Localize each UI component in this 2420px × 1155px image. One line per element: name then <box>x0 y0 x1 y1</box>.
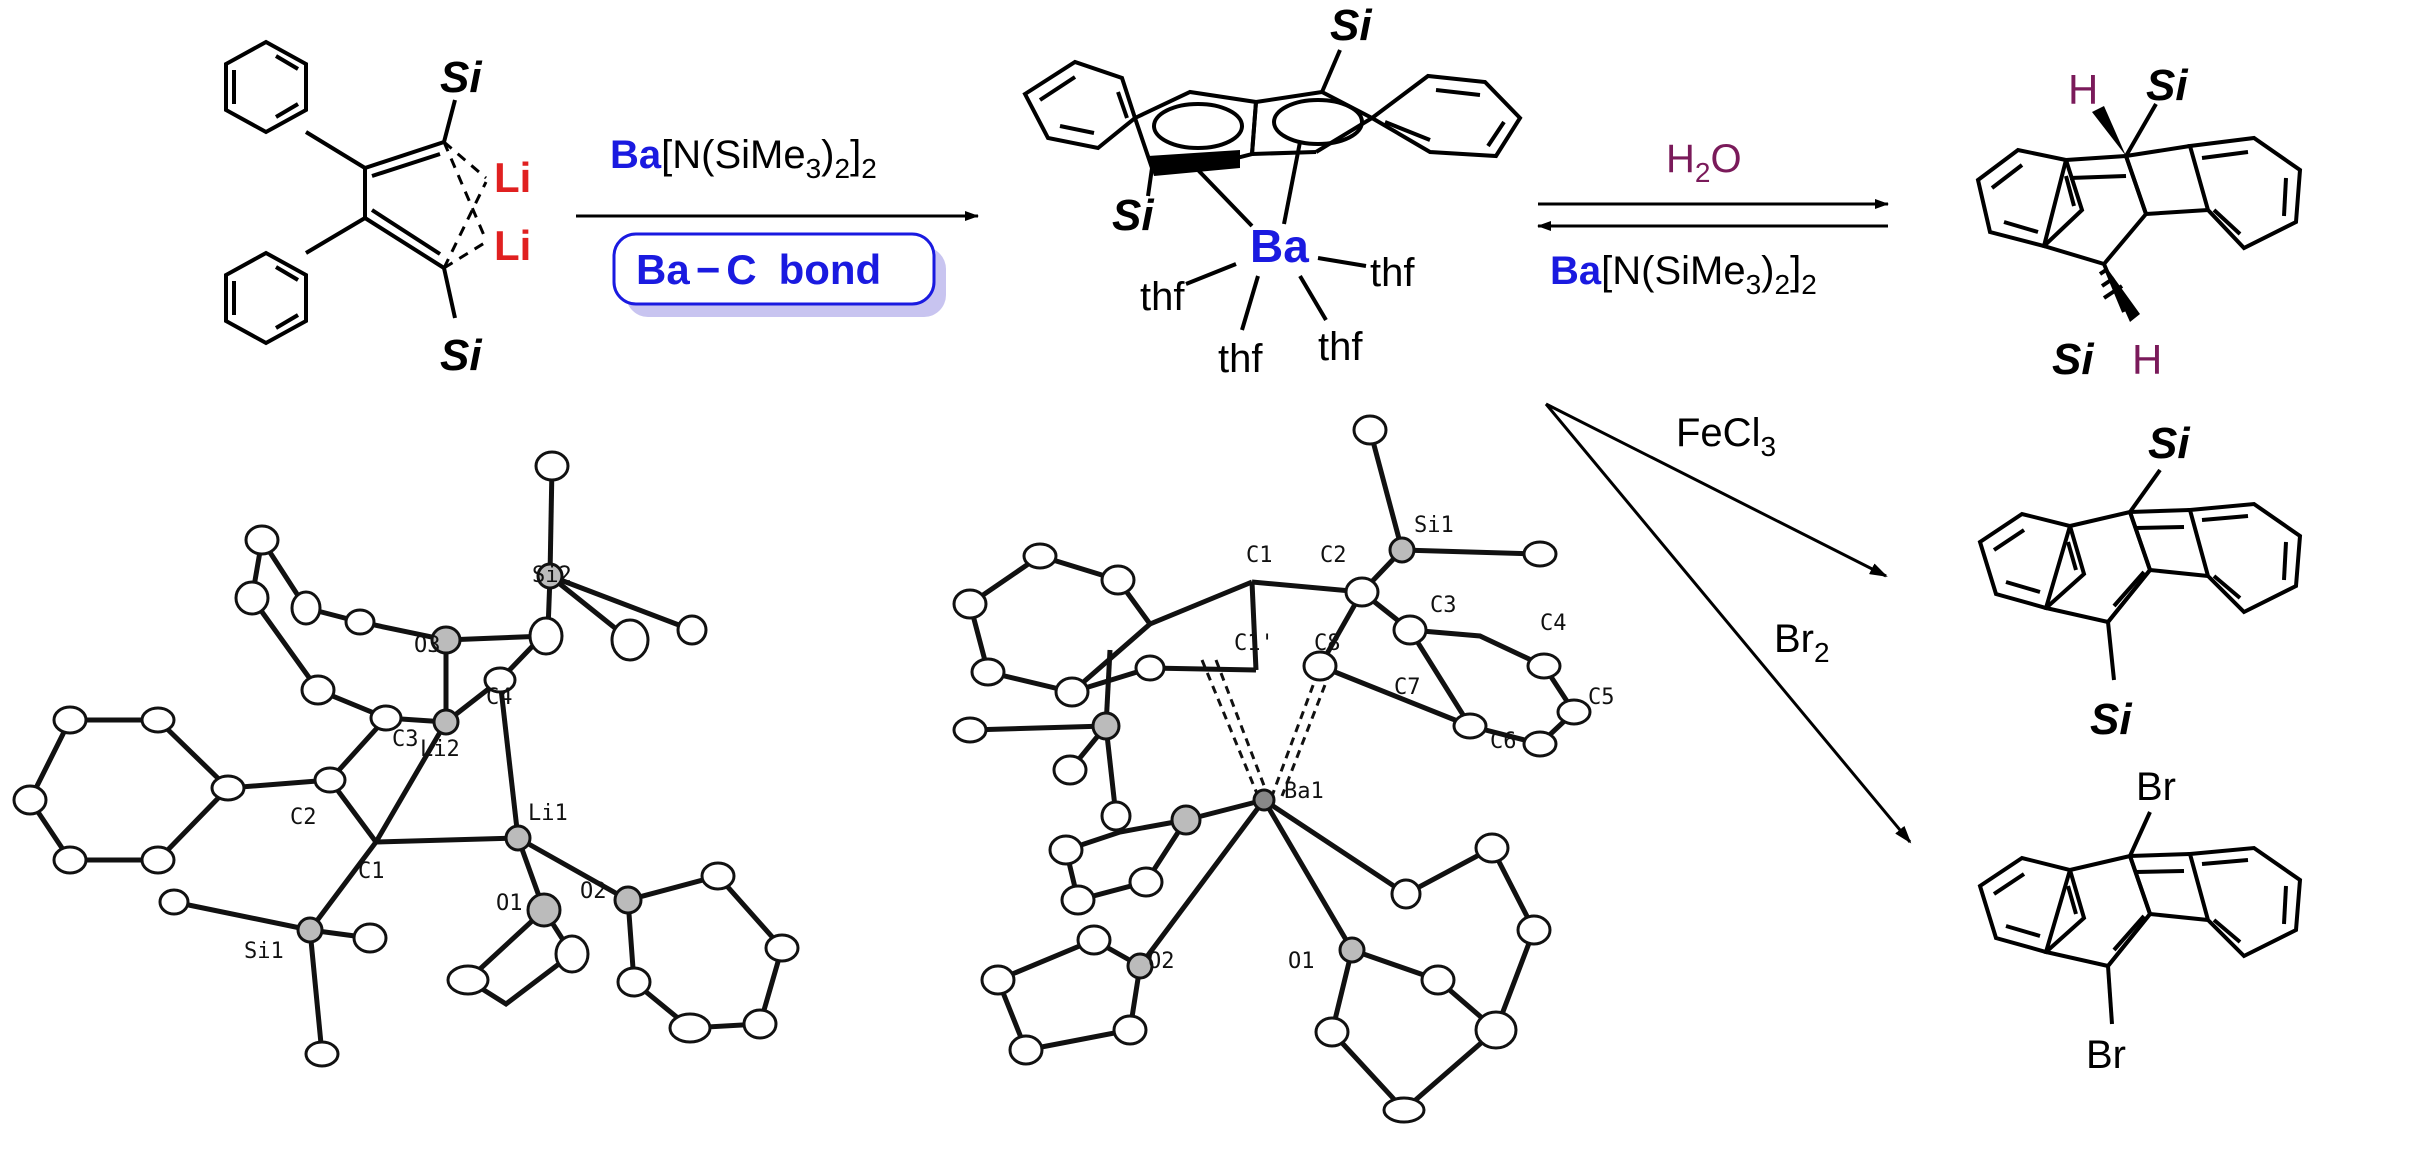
ortep-right-atoms <box>952 414 1592 1124</box>
ortep-ba-dashed-bonds <box>1200 659 1332 797</box>
silyl-pentalene-product <box>1977 468 2303 681</box>
bromo-pentalene-product <box>1977 811 2303 1025</box>
si-label-3b: Si <box>2052 335 2094 384</box>
svg-text:Li1: Li1 <box>528 801 568 826</box>
svg-text:Li2: Li2 <box>420 737 460 762</box>
li-label-1a: Li <box>494 154 531 201</box>
ortep-left-labels: C1 C2 C3 C4 Li1 Li2 O1 O2 O3 Si1 Si2 <box>244 563 607 964</box>
svg-text:O3: O3 <box>414 633 441 658</box>
li-label-1b: Li <box>494 222 531 269</box>
reagent-ba-hmds-reverse: Ba[N(SiMe3)2]2 <box>1550 249 1817 300</box>
svg-text:C7: C7 <box>1394 675 1421 700</box>
svg-text:O2: O2 <box>1148 949 1175 974</box>
reagent-water: H2O <box>1666 137 1742 188</box>
svg-text:Si1: Si1 <box>244 939 284 964</box>
br-label-bottom: Br <box>2086 1033 2126 1077</box>
thf-label-3: thf <box>1218 337 1263 381</box>
svg-text:C2: C2 <box>1320 543 1347 568</box>
si-label-2b: Si <box>1112 191 1154 240</box>
si-label-4a: Si <box>2148 419 2190 468</box>
si-label-2a: Si <box>1330 1 1372 50</box>
reagent-fecl3: FeCl3 <box>1676 411 1776 462</box>
svg-text:C6: C6 <box>1490 729 1517 754</box>
ba-label: Ba <box>1250 220 1309 272</box>
si-label-4b: Si <box>2090 695 2132 744</box>
svg-text:O2: O2 <box>580 879 607 904</box>
h-label-bottom: H <box>2132 336 2162 383</box>
svg-text:O1: O1 <box>496 891 523 916</box>
svg-text:C1': C1' <box>1234 631 1274 656</box>
svg-text:C5: C5 <box>1588 685 1615 710</box>
reagent-br2: Br2 <box>1774 617 1830 668</box>
reagent-ba-hmds: Ba[N(SiMe3)2]2 <box>610 133 877 184</box>
thf-label-1: thf <box>1140 275 1185 319</box>
svg-text:C8: C8 <box>1314 631 1341 656</box>
wedge-bottom-bold <box>2104 264 2140 322</box>
svg-text:C4: C4 <box>1540 611 1567 636</box>
si-label-3a: Si <box>2146 61 2188 110</box>
ortep-right-labels: C1 C2 C3 C4 C5 C6 C7 C8 C1' Si1 Ba1 O1 O… <box>1148 513 1615 974</box>
si-label-1b: Si <box>440 331 482 380</box>
dilithio-reactant-structure <box>224 39 488 346</box>
svg-text:Si1: Si1 <box>1414 513 1454 538</box>
br-label-top: Br <box>2136 765 2176 809</box>
ortep-dilithio-crystal-structure <box>27 465 785 1055</box>
svg-text:C1: C1 <box>1246 543 1273 568</box>
svg-text:C2: C2 <box>290 805 317 830</box>
svg-text:Ba1: Ba1 <box>1284 779 1324 804</box>
si-label-1a: Si <box>440 53 482 102</box>
thf-label-4: thf <box>1318 325 1363 369</box>
ortep-left-atoms <box>12 450 800 1068</box>
svg-text:C1: C1 <box>358 859 385 884</box>
svg-text:O1: O1 <box>1288 949 1315 974</box>
svg-text:C3: C3 <box>1430 593 1457 618</box>
dihydro-product-structure <box>1975 103 2303 313</box>
wedge-h-top <box>2092 106 2126 156</box>
thf-label-2: thf <box>1370 251 1415 295</box>
br2-arrow <box>1544 403 1912 844</box>
h-label-top: H <box>2068 66 2098 113</box>
svg-text:C3: C3 <box>392 727 419 752</box>
svg-text:C4: C4 <box>486 685 513 710</box>
fecl3-arrow <box>1545 402 1888 578</box>
barium-complex-structure <box>1022 49 1523 331</box>
svg-text:Si2: Si2 <box>532 563 572 588</box>
